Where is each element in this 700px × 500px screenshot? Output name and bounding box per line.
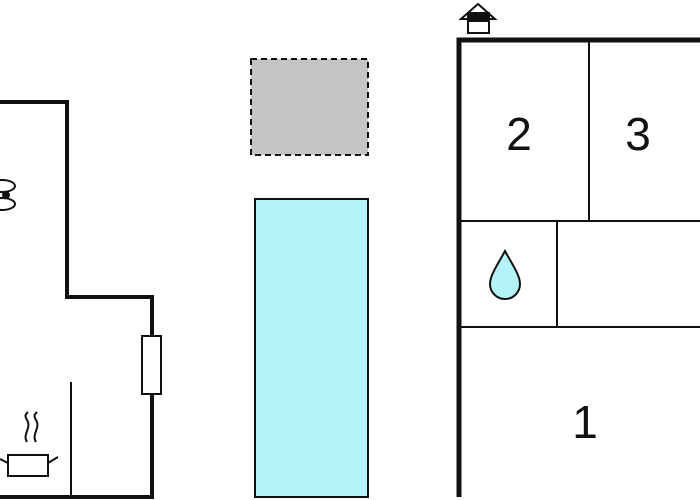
fan-icon bbox=[0, 179, 16, 211]
terrace-area bbox=[250, 58, 369, 156]
cooking-pot-icon bbox=[0, 411, 59, 477]
right-building bbox=[456, 37, 700, 497]
right-building-outer-wall bbox=[456, 37, 700, 497]
room-label-2: 2 bbox=[506, 108, 532, 160]
room-label-1: 1 bbox=[572, 396, 598, 448]
left-building-outer-wall bbox=[0, 100, 154, 499]
left-building bbox=[0, 100, 154, 499]
house-entrance-icon bbox=[458, 2, 498, 34]
water-drop-icon bbox=[488, 248, 522, 300]
room-label-3: 3 bbox=[625, 108, 651, 160]
window bbox=[141, 335, 162, 395]
pool bbox=[254, 198, 369, 498]
